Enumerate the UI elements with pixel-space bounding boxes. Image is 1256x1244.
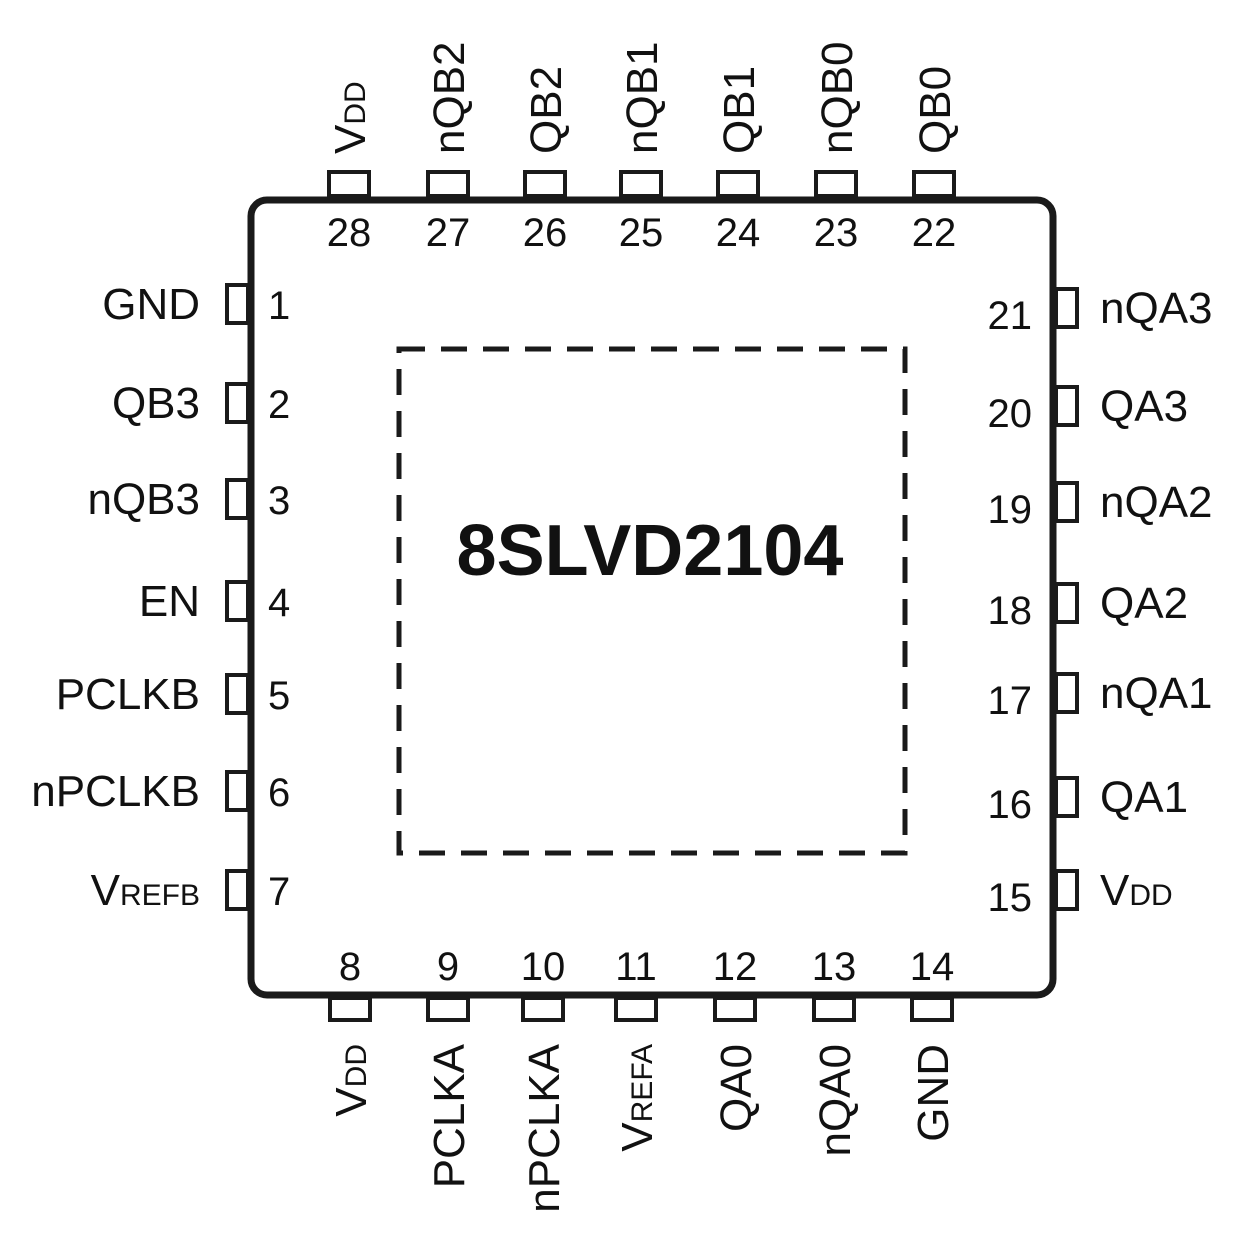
pin-name-17: nQA1 — [1100, 669, 1213, 718]
pin-pad-20 — [1054, 385, 1079, 427]
pin-pad-3 — [225, 478, 250, 520]
pin-pad-8 — [328, 996, 372, 1022]
pin-name-9: PCLKA — [425, 1043, 474, 1188]
pin-number-12: 12 — [713, 945, 758, 989]
pin-number-24: 24 — [716, 211, 761, 255]
pin-name-19: nQA2 — [1100, 478, 1213, 527]
pin-pad-5 — [225, 673, 250, 715]
pin-pad-1 — [225, 283, 250, 325]
pin-pad-19 — [1054, 481, 1079, 523]
pin-name-2: QB3 — [112, 379, 200, 428]
pin-name-7: VREFB — [91, 866, 200, 915]
pin-pad-9 — [426, 996, 470, 1022]
pin-name-4: EN — [139, 577, 200, 626]
pin-number-27: 27 — [426, 211, 471, 255]
chip-name: 8SLVD2104 — [457, 511, 844, 591]
pin-number-17: 17 — [988, 679, 1033, 723]
pin-number-5: 5 — [268, 674, 290, 718]
pin-pad-21 — [1054, 287, 1079, 329]
pin-number-20: 20 — [988, 392, 1033, 436]
pin-number-25: 25 — [619, 211, 664, 255]
pin-name-13: nQA0 — [811, 1044, 860, 1157]
pin-name-16: QA1 — [1100, 773, 1188, 822]
pin-number-1: 1 — [268, 284, 290, 328]
pin-pad-4 — [225, 580, 250, 622]
pin-pad-14 — [910, 996, 954, 1022]
pin-name-15: VDD — [1100, 866, 1173, 915]
package-body — [247, 196, 1057, 999]
pin-number-15: 15 — [988, 876, 1033, 920]
pin-pad-24 — [716, 170, 760, 198]
pin-pad-17 — [1054, 672, 1079, 714]
pin-number-9: 9 — [437, 945, 459, 989]
pin-name-14: GND — [909, 1044, 958, 1142]
pin-name-21: nQA3 — [1100, 284, 1213, 333]
pin-number-16: 16 — [988, 783, 1033, 827]
pin-name-5: PCLKB — [56, 670, 200, 719]
pin-name-20: QA3 — [1100, 382, 1188, 431]
pin-number-23: 23 — [814, 211, 859, 255]
pin-pad-11 — [614, 996, 658, 1022]
pin-pad-2 — [225, 382, 250, 424]
pin-pad-22 — [912, 170, 956, 198]
pin-number-7: 7 — [268, 870, 290, 914]
pin-name-3: nQB3 — [87, 475, 200, 524]
pin-name-12: QA0 — [712, 1044, 761, 1132]
pin-pad-28 — [327, 170, 371, 198]
pin-pad-25 — [619, 170, 663, 198]
pin-name-23: nQB0 — [813, 41, 862, 154]
pin-number-3: 3 — [268, 479, 290, 523]
pin-number-2: 2 — [268, 383, 290, 427]
pin-number-10: 10 — [521, 945, 566, 989]
pin-name-24: QB1 — [715, 66, 764, 154]
pin-number-22: 22 — [912, 211, 957, 255]
pin-name-26: QB2 — [522, 66, 571, 154]
pin-pad-7 — [225, 869, 250, 911]
pin-number-14: 14 — [910, 945, 955, 989]
pin-pad-18 — [1054, 582, 1079, 624]
pin-number-28: 28 — [327, 211, 372, 255]
pin-number-26: 26 — [523, 211, 568, 255]
exposed-pad — [396, 346, 908, 856]
pin-name-1: GND — [102, 280, 200, 329]
pin-subscript-15: DD — [1129, 879, 1172, 912]
pin-number-11: 11 — [615, 945, 657, 989]
pin-number-18: 18 — [988, 589, 1033, 633]
pin-number-6: 6 — [268, 771, 290, 815]
pin-pad-23 — [814, 170, 858, 198]
pin-number-8: 8 — [339, 945, 361, 989]
pin-subscript-7: REFB — [120, 879, 200, 912]
pin-name-8: VDD — [327, 1044, 376, 1117]
pin-pad-13 — [812, 996, 856, 1022]
pin-name-6: nPCLKB — [31, 767, 200, 816]
pin-pad-15 — [1054, 869, 1079, 911]
pin-number-4: 4 — [268, 581, 290, 625]
pin-name-22: QB0 — [911, 66, 960, 154]
pin-name-28: VDD — [326, 81, 375, 154]
pin-number-19: 19 — [988, 488, 1033, 532]
pin-pad-26 — [523, 170, 567, 198]
pin-name-10: nPCLKA — [520, 1043, 569, 1212]
pin-subscript-8: DD — [340, 1044, 373, 1087]
pin-pad-10 — [521, 996, 565, 1022]
pin-name-11: VREFA — [613, 1044, 662, 1152]
pin-name-18: QA2 — [1100, 579, 1188, 628]
pin-number-13: 13 — [812, 945, 857, 989]
pin-subscript-28: DD — [339, 81, 372, 124]
pin-pad-16 — [1054, 776, 1079, 818]
pin-subscript-11: REFA — [626, 1044, 659, 1122]
pin-name-25: nQB1 — [618, 41, 667, 154]
pin-pad-12 — [713, 996, 757, 1022]
pin-name-27: nQB2 — [425, 41, 474, 154]
pin-pad-27 — [426, 170, 470, 198]
pin-number-21: 21 — [988, 294, 1033, 338]
pin-pad-6 — [225, 770, 250, 812]
